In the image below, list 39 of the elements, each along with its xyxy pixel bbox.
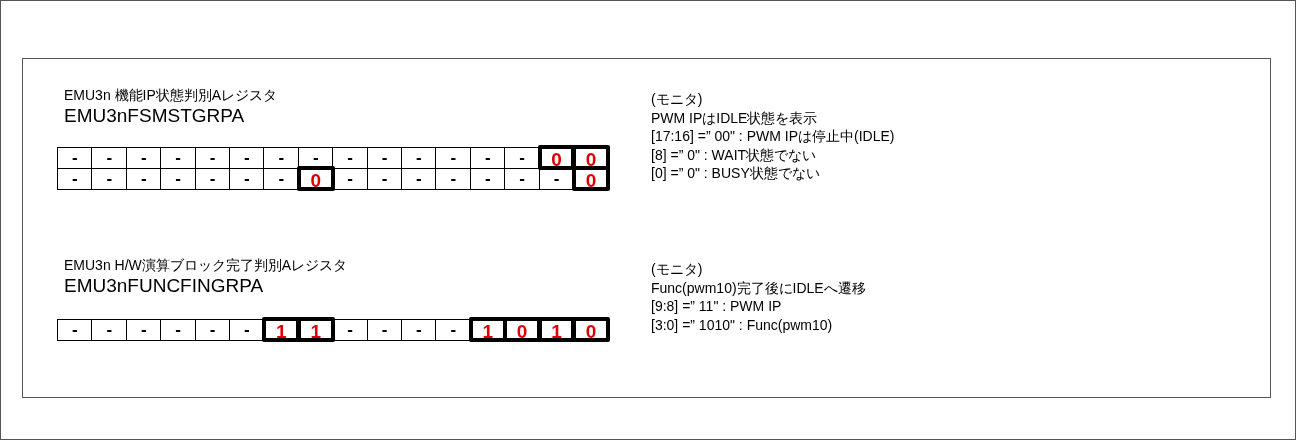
register-name: EMU3nFSMSTGRPA [64,106,245,125]
bit-cell: - [366,319,403,341]
note-text: Func(pwm10)完了後にIDLEへ遷移 [651,280,866,295]
note-text: [3:0] =” 1010" : Func(pwm10) [651,317,833,332]
bit-cell: - [263,168,300,190]
note-text: (モニタ) [651,262,703,276]
register-title: EMU3n 機能IP状態判別Aレジスタ [64,88,278,102]
bit-cell: - [57,147,93,169]
note-text: PWM IPはIDLE状態を表示 [651,110,818,125]
bit-cell: - [229,319,265,341]
bit-cell: - [435,319,472,341]
note-text: [8] =” 0" : WAIT状態でない [651,147,817,162]
bit-cell: - [160,319,197,341]
bit-cell: - [435,147,472,169]
bit-cell: - [332,147,369,169]
bit-cell: - [125,319,162,341]
bit-cell: - [504,168,541,190]
bit-cell: - [263,147,300,169]
bit-cell: - [160,147,197,169]
bit-cell: - [91,168,128,190]
register-name: EMU3nFUNCFINGRPA [64,276,264,295]
register-title: EMU3n H/W演算ブロック完了判別Aレジスタ [64,258,348,272]
bit-cell: - [401,319,437,341]
bit-cell: - [91,319,128,341]
note-text: [0] =” 0" : BUSY状態でない [651,166,820,180]
bit-cell: - [435,168,472,190]
bit-cell: - [160,168,197,190]
bit-cell: 0 [296,166,335,191]
bit-cell: 1 [296,317,335,342]
bit-cell: - [57,319,93,341]
bit-cell: - [57,168,93,190]
note-text: [17:16] =” 00" : PWM IPは停止中(IDLE) [651,129,895,143]
note-text: (モニタ) [651,92,703,106]
note-text: [9:8] =” 11" : PWM IP [651,299,782,313]
bit-cell: - [504,147,541,169]
bit-cell: - [194,319,231,341]
bit-cell: - [91,147,128,169]
bit-cell: 0 [572,317,610,342]
bit-cell: 0 [572,166,610,191]
